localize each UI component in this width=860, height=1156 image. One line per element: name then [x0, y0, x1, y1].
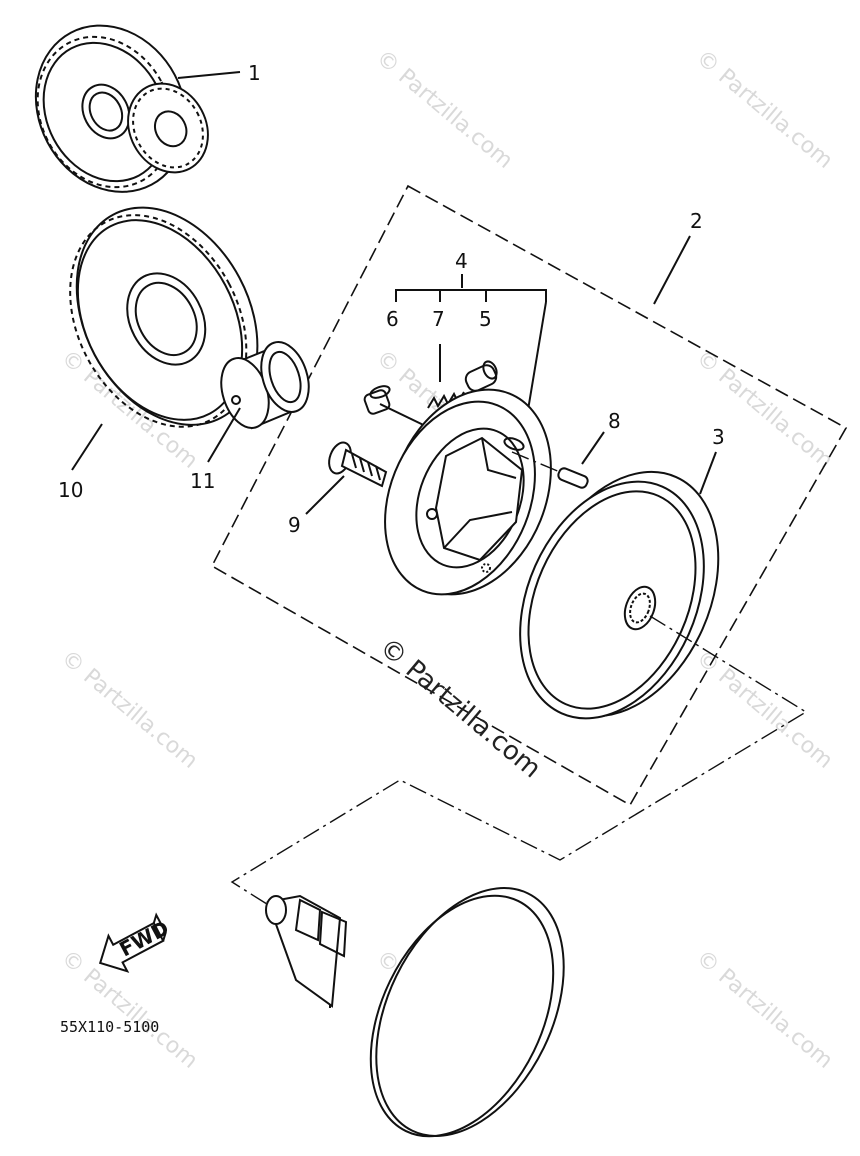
forward-arrow-icon: FWD	[98, 912, 173, 973]
part-9-bolt	[305, 441, 388, 515]
callout-5: 5	[479, 307, 492, 331]
callout-2-leader	[653, 235, 691, 305]
part-10-starter-wheel-gear	[69, 206, 259, 471]
callout-3: 3	[712, 425, 725, 449]
watermark: © Partzilla.com	[56, 645, 202, 773]
callout-11: 11	[190, 469, 215, 493]
watermark: © Partzilla.com	[691, 645, 837, 773]
callout-6: 6	[386, 307, 399, 331]
watermark: © Partzilla.com	[56, 945, 202, 1073]
crankshaft-flywheel	[265, 887, 565, 1138]
callout-10: 10	[58, 478, 83, 502]
diagram-part-code: 55X110-5100	[60, 1018, 159, 1036]
part-3-clutch-outer	[519, 451, 720, 720]
watermark: © Partzilla.com	[691, 345, 837, 473]
part-4-starter-clutch	[384, 388, 552, 596]
assembly-centerline	[230, 615, 808, 907]
part-11-bearing	[207, 341, 310, 463]
part-8-pin	[511, 431, 605, 489]
watermark: © Partzilla.com	[691, 45, 837, 173]
callout-9: 9	[288, 513, 301, 537]
callout-4: 4	[455, 249, 468, 273]
watermark-center: © Partzilla.com	[374, 632, 547, 784]
callout-numbers: 1 2 3 4 5 6 7 8 9 10 11	[58, 61, 725, 537]
callout-7: 7	[432, 307, 445, 331]
part-6-roller	[363, 385, 391, 415]
assembly-outline-2	[210, 184, 848, 807]
fwd-label: FWD	[115, 916, 172, 962]
callout-1: 1	[248, 61, 261, 85]
watermark: © Partzilla.com	[691, 945, 837, 1073]
part-5-plunger	[464, 360, 498, 392]
part-1-idler-gear	[34, 24, 241, 193]
callout-2: 2	[690, 209, 703, 233]
watermark: © Partzilla.com	[371, 45, 517, 173]
callout-8: 8	[608, 409, 621, 433]
